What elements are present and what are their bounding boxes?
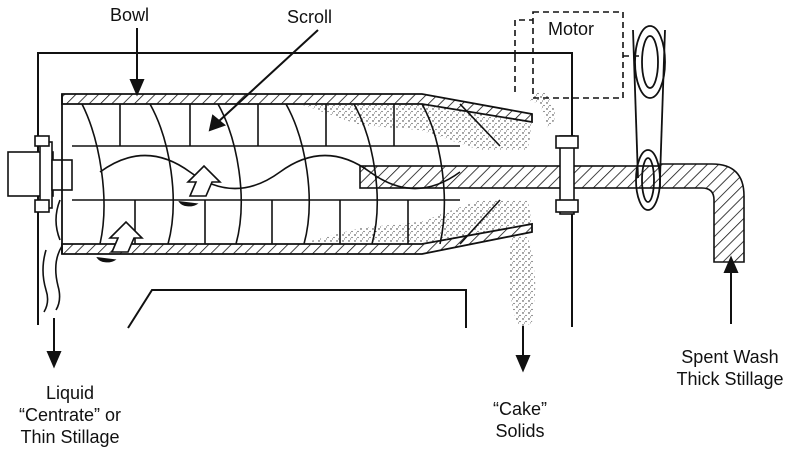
spent-wash-label-line2: Thick Stillage bbox=[676, 369, 784, 389]
liquid-label-line2: “Centrate” or bbox=[18, 405, 122, 425]
solids-layer bbox=[300, 92, 556, 326]
motor-pulley bbox=[632, 25, 666, 179]
cake-label-line2: Solids bbox=[495, 421, 545, 441]
pointer-arrows bbox=[46, 28, 739, 373]
cake-label-line1: “Cake” bbox=[492, 399, 547, 419]
scroll-conveyor bbox=[72, 103, 501, 245]
liquid-label-line1: Liquid bbox=[45, 383, 95, 403]
shaft bbox=[7, 135, 661, 215]
spent-wash-pipe bbox=[659, 163, 745, 263]
liquid-label: Liquid “Centrate” or Thin Stillage bbox=[0, 382, 140, 448]
support-base bbox=[127, 289, 467, 329]
spent-wash-label-line1: Spent Wash bbox=[681, 347, 779, 367]
scroll-label: Scroll bbox=[287, 7, 333, 27]
spent-wash-label: Spent Wash Thick Stillage bbox=[666, 346, 794, 390]
flow-arrows bbox=[96, 164, 222, 263]
motor-label: Motor bbox=[548, 19, 595, 39]
bowl-label: Bowl bbox=[110, 5, 150, 25]
motor-housing bbox=[514, 11, 640, 99]
cake-label: “Cake” Solids bbox=[470, 398, 570, 442]
liquid-outlet bbox=[42, 199, 63, 313]
liquid-label-line3: Thin Stillage bbox=[20, 427, 120, 447]
